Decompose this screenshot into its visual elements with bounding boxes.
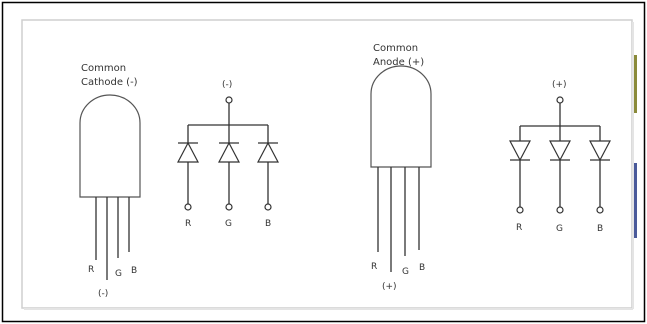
anode-diode-label-r: R	[516, 223, 522, 233]
anode-diode-label-g: G	[556, 224, 563, 234]
anode-common-lead-label: (+)	[382, 282, 397, 292]
anode-led-dome	[370, 65, 432, 168]
anode-common-terminal-label: (+)	[552, 80, 567, 90]
cathode-lead-label-b: B	[131, 266, 137, 276]
cathode-led-dome	[79, 94, 141, 198]
anode-title-line2: Anode (+)	[373, 57, 424, 68]
anode-lead-label-b: B	[419, 263, 425, 273]
cathode-diode-g-terminal	[225, 203, 233, 211]
cathode-lead-label-r: R	[88, 265, 94, 275]
anode-title-line1: Common	[373, 43, 418, 54]
edge-accent-olive	[634, 55, 637, 113]
anode-schematic: (+) R G B	[509, 80, 611, 234]
anode-diode-label-b: B	[597, 224, 603, 234]
cathode-title-line1: Common	[81, 63, 126, 74]
cathode-title-line2: Cathode (-)	[81, 77, 138, 88]
anode-diode-r	[509, 140, 531, 162]
anode-diode-b-terminal	[596, 206, 604, 214]
anode-lead-label-r: R	[371, 262, 377, 272]
edge-accent-blue	[634, 163, 637, 238]
anode-diode-r-terminal	[516, 206, 524, 214]
anode-diode-g	[549, 140, 571, 162]
cathode-led-package	[79, 94, 141, 280]
cathode-common-terminal	[225, 96, 233, 104]
cathode-diode-label-g: G	[225, 219, 232, 229]
anode-common-terminal	[556, 96, 564, 104]
cathode-diode-label-b: B	[265, 219, 271, 229]
anode-diode-b	[589, 140, 611, 162]
cathode-diode-b-terminal	[264, 203, 272, 211]
anode-led-package	[370, 65, 432, 272]
cathode-diode-r-terminal	[184, 203, 192, 211]
cathode-lead-label-g: G	[115, 269, 122, 279]
cathode-common-terminal-label: (-)	[222, 80, 232, 90]
common-anode-section: Common Anode (+) R G B (+) (+)	[370, 43, 611, 292]
common-cathode-section: Common Cathode (-) R G B (-) (-)	[79, 63, 279, 299]
anode-diode-g-terminal	[556, 206, 564, 214]
anode-lead-label-g: G	[402, 267, 409, 277]
cathode-diode-label-r: R	[185, 219, 191, 229]
cathode-schematic: (-) R G B	[177, 80, 279, 229]
cathode-common-lead-label: (-)	[98, 289, 108, 299]
